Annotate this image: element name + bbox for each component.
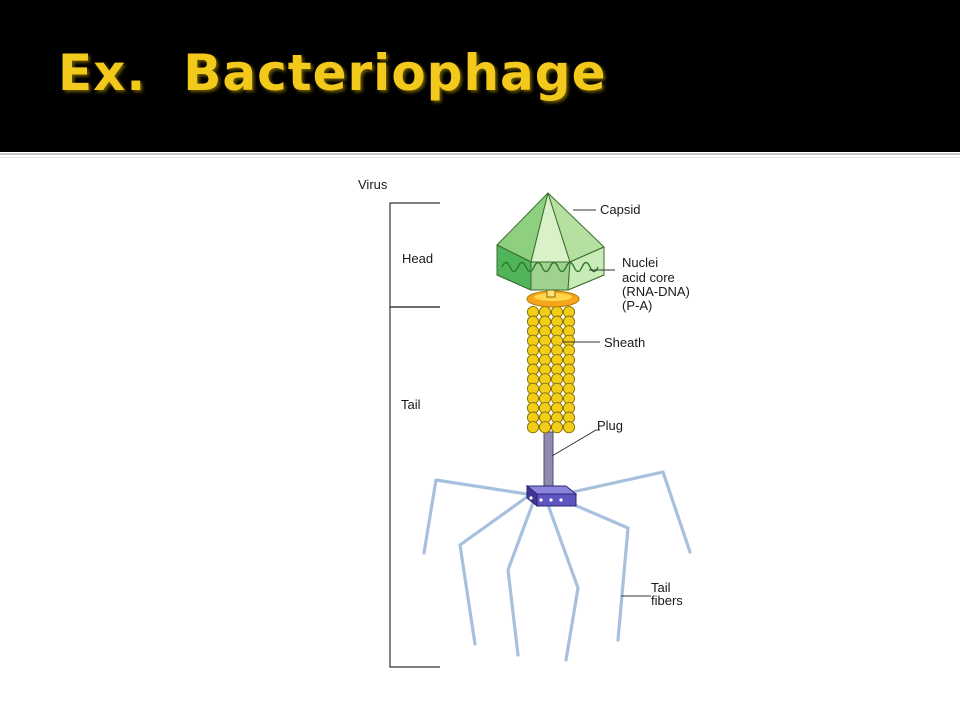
- nucleic-label-line-3: (RNA-DNA): [622, 284, 690, 299]
- head-label: Head: [402, 251, 433, 266]
- nucleic-label-line-4: (P-A): [622, 298, 652, 313]
- tail-fibers-label-line-1: Tail: [651, 580, 671, 595]
- sheath-bead: [562, 421, 576, 434]
- plug-label: Plug: [597, 418, 623, 433]
- sheath-bead: [538, 421, 552, 434]
- base-plate: [525, 484, 578, 508]
- nucleic-label-line-1: Nuclei: [622, 255, 658, 270]
- tail-fibers: [422, 470, 692, 662]
- virus-label: Virus: [358, 177, 388, 192]
- sheath-label: Sheath: [604, 335, 645, 350]
- tail-fibers-label-line-2: fibers: [651, 593, 683, 608]
- nucleic-acid-coil: [501, 261, 599, 273]
- title-bar: Ex. Bacteriophage: [0, 0, 960, 152]
- nucleic-label-line-2: acid core: [622, 270, 675, 285]
- capsid: [496, 192, 605, 291]
- divider-line-thin: [0, 157, 960, 158]
- tail-bracket: [389, 306, 440, 668]
- capsid-label: Capsid: [600, 202, 640, 217]
- divider-line: [0, 153, 960, 155]
- tail-label: Tail: [401, 397, 421, 412]
- tail-core: [543, 431, 554, 489]
- plug-leader: [551, 429, 600, 457]
- sheath-bead: [550, 421, 564, 434]
- sheath: [526, 305, 576, 434]
- sheath-bead: [526, 421, 540, 434]
- slide-title: Ex. Bacteriophage: [58, 44, 607, 102]
- collar: [526, 288, 580, 308]
